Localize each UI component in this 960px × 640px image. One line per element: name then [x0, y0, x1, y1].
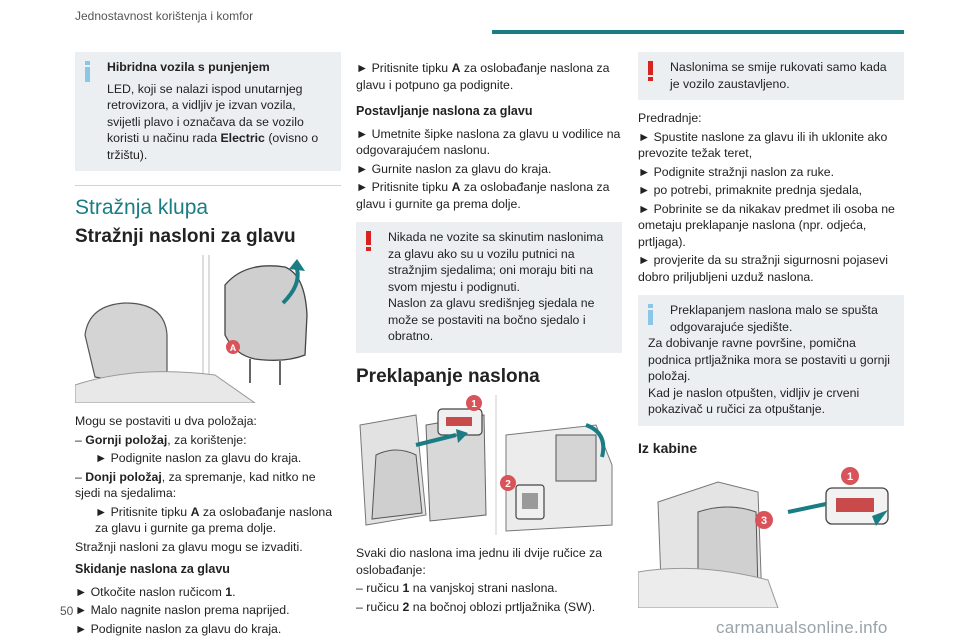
release-step: ► Pritisnite tipku A za oslobađanje nasl… [356, 61, 610, 92]
warning-note-stationary: Naslonima se smije rukovati samo kada je… [638, 52, 904, 100]
section-divider [75, 185, 341, 186]
page-header-title: Jednostavnost korištenja i komfor [75, 9, 254, 23]
page-number: 50 [60, 604, 74, 618]
positions-intro: Mogu se postaviti u dva položaja: [75, 414, 257, 428]
column-left: Hibridna vozila s punjenjem LED, koji se… [75, 52, 341, 639]
prereq-1: ► Spustite naslone za glavu ili ih uklon… [638, 129, 888, 161]
prereq-5: ► provjerite da su stražnji sigurnosni p… [638, 253, 889, 284]
header-accent-bar [492, 30, 904, 34]
figure-label-a: A [230, 343, 237, 353]
warning-icon [648, 59, 662, 87]
info-line-2: Za dobivanje ravne površine, pomična pod… [648, 336, 890, 383]
warning-line-1: Nikada ne vozite sa skinutim naslonima z… [388, 230, 604, 294]
column-right: Naslonima se smije rukovati samo kada je… [638, 52, 904, 618]
info-icon [648, 302, 662, 330]
prereq-title: Predradnje: [638, 111, 702, 125]
figure-label-1: 1 [847, 471, 853, 483]
section-title-folding: Preklapanje naslona [356, 365, 540, 387]
figure-label-3: 3 [761, 515, 767, 527]
figure-label-1: 1 [471, 399, 477, 410]
watermark: carmanualsonline.info [716, 618, 888, 637]
subsection-title-rear-headrests: Stražnji nasloni za glavu [75, 225, 296, 247]
folding-backrest-illustration: 1 2 [359, 395, 613, 535]
warning-note-headrests: Nikada ne vozite sa skinutim naslonima z… [356, 222, 622, 353]
upper-position-step: ► Podignite naslon za glavu do kraja. [95, 451, 302, 465]
handle-2: – ručicu 2 na bočnoj oblozi prtljažnika … [356, 599, 596, 614]
info-icon [85, 59, 99, 87]
removal-step-3: ► Podignite naslon za glavu do kraja. [75, 621, 282, 636]
removable-note: Stražnji nasloni za glavu mogu se izvadi… [75, 539, 303, 554]
handles-intro: Svaki dio naslona ima jednu ili dvije ru… [356, 546, 603, 577]
section-title-rear-bench: Stražnja klupa [75, 196, 209, 219]
info-note-hybrid: Hibridna vozila s punjenjem LED, koji se… [75, 52, 341, 171]
cabin-folding-illustration: 1 3 [638, 467, 889, 608]
note-body: LED, koji se nalazi ispod unutarnjeg ret… [107, 81, 319, 162]
prereq-3: ► po potrebi, primaknite prednja sjedala… [638, 183, 863, 197]
fitting-title: Postavljanje naslona za glavu [356, 104, 533, 118]
info-line-3: Kad je naslon otpušten, vidljiv je crven… [648, 385, 860, 417]
info-line-1: Preklapanjem naslona malo se spušta odgo… [670, 303, 878, 334]
figure-label-2: 2 [505, 479, 511, 490]
note-title: Hibridna vozila s punjenjem [107, 60, 270, 74]
column-middle: ► Pritisnite tipku A za oslobađanje nasl… [356, 60, 622, 617]
prereq-4: ► Pobrinite se da nikakav predmet ili os… [638, 201, 895, 249]
handle-1: – ručicu 1 na vanjskoj strani naslona. [356, 581, 558, 595]
lower-position: – Donji položaj, za spremanje, kad nitko… [75, 469, 316, 501]
upper-position: – Gornji položaj, za korištenje: [75, 432, 247, 447]
removal-title: Skidanje naslona za glavu [75, 562, 230, 576]
section-title-from-cabin: Iz kabine [638, 439, 698, 456]
rear-headrest-illustration: A [75, 255, 308, 403]
removal-step-2: ► Malo nagnite naslon prema naprijed. [75, 603, 290, 617]
fitting-step-1: ► Umetnite šipke naslona za glavu u vodi… [356, 126, 621, 158]
warning-icon [366, 229, 380, 257]
removal-step-1: ► Otkočite naslon ručicom 1. [75, 584, 236, 599]
fitting-step-2: ► Gurnite naslon za glavu do kraja. [356, 161, 552, 176]
lower-position-step: ► Pritisnite tipku A za oslobađanje nasl… [95, 504, 333, 536]
info-note-folding: Preklapanjem naslona malo se spušta odgo… [638, 295, 904, 426]
warning-line-2: Naslon za glavu središnjeg sjedala ne mo… [388, 296, 595, 343]
warning-text: Naslonima se smije rukovati samo kada je… [670, 60, 887, 91]
prereq-2: ► Podignite stražnji naslon za ruke. [638, 164, 835, 179]
fitting-step-3: ► Pritisnite tipku A za oslobađanje nasl… [356, 180, 610, 211]
